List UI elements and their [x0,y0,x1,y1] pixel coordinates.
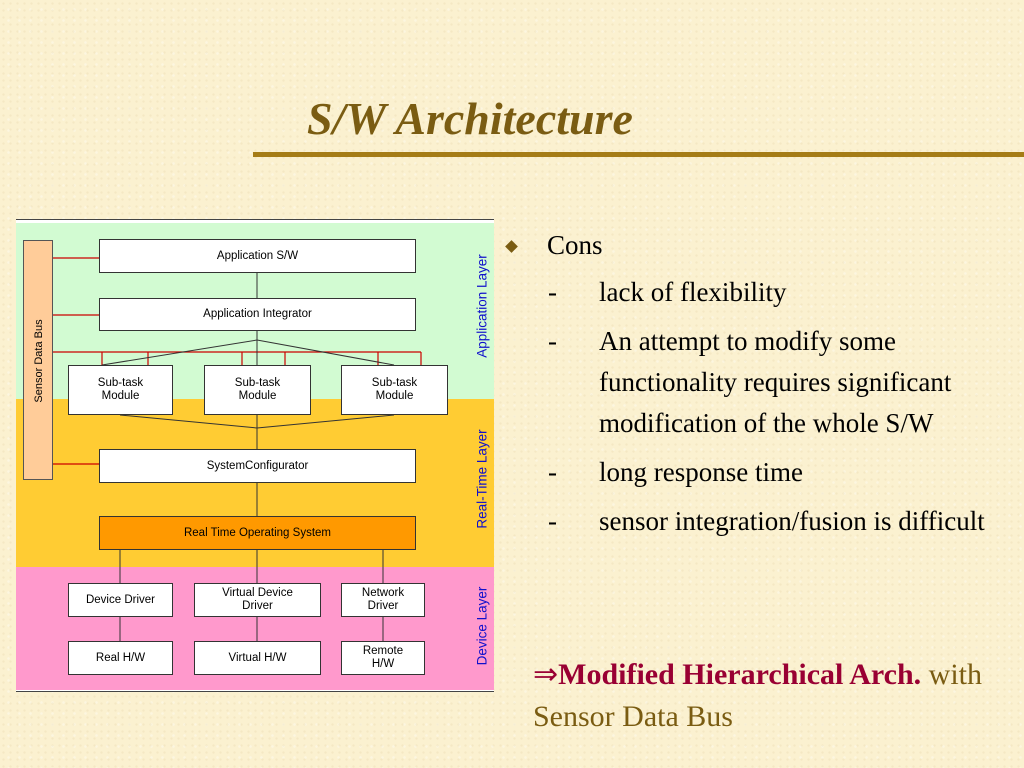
conclusion-emphasis: Modified Hierarchical Arch. [558,658,922,691]
list-item: - long response time [548,452,1000,493]
rtos-box: Real Time Operating System [99,516,416,550]
link-hub-sub3 [256,339,395,366]
list-dash: - [548,506,557,536]
list-dash: - [548,326,557,356]
link-sub1-hub2 [119,414,258,429]
diamond-bullet-icon [505,240,518,253]
implies-arrow-icon: ⇒ [533,658,559,691]
list-item-text: sensor integration/fusion is difficult [599,506,985,536]
virtual-device-driver-box: Virtual Device Driver [194,583,321,617]
list-item: - sensor integration/fusion is difficult [548,501,1000,542]
list-item-text: long response time [599,457,803,487]
list-dash: - [548,457,557,487]
cons-section: Cons - lack of flexibility - An attempt … [500,228,1000,542]
cons-heading: Cons [547,230,603,260]
application-integrator-box: Application Integrator [99,298,416,331]
subtask-module-3-box: Sub-task Module [341,365,448,415]
link-hub-sub1 [101,339,258,366]
slide-title: S/W Architecture [307,93,633,144]
conclusion-rest: with Sensor Data Bus [533,658,982,733]
conclusion-text: ⇒Modified Hierarchical Arch. with Sensor… [533,654,1003,738]
list-item-text: lack of flexibility [599,277,787,307]
link-sub3-hub2 [256,414,395,429]
application-layer-label: Application Layer [474,254,490,358]
subtask-module-2-box: Sub-task Module [204,365,311,415]
list-item: - An attempt to modify some functionalit… [548,321,1000,444]
architecture-diagram: Sensor Data Bus Application S/W Applicat… [16,219,494,692]
network-driver-box: Network Driver [341,583,425,617]
connector-lines [53,257,422,641]
virtual-hw-box: Virtual H/W [194,641,321,675]
device-driver-box: Device Driver [68,583,173,617]
subtask-module-1-box: Sub-task Module [68,365,173,415]
cons-bullet: Cons [500,228,1000,272]
real-hw-box: Real H/W [68,641,173,675]
remote-hw-box: Remote H/W [341,641,425,675]
device-layer-label: Device Layer [474,586,490,666]
list-item-text: An attempt to modify some functionality … [599,326,952,438]
title-underline [253,152,1024,157]
application-sw-box: Application S/W [99,239,416,273]
list-item: - lack of flexibility [548,272,1000,313]
sensor-data-bus-label: Sensor Data Bus [33,319,45,403]
list-dash: - [548,277,557,307]
system-configurator-box: SystemConfigurator [99,449,416,483]
sensor-data-bus: Sensor Data Bus [23,240,53,480]
